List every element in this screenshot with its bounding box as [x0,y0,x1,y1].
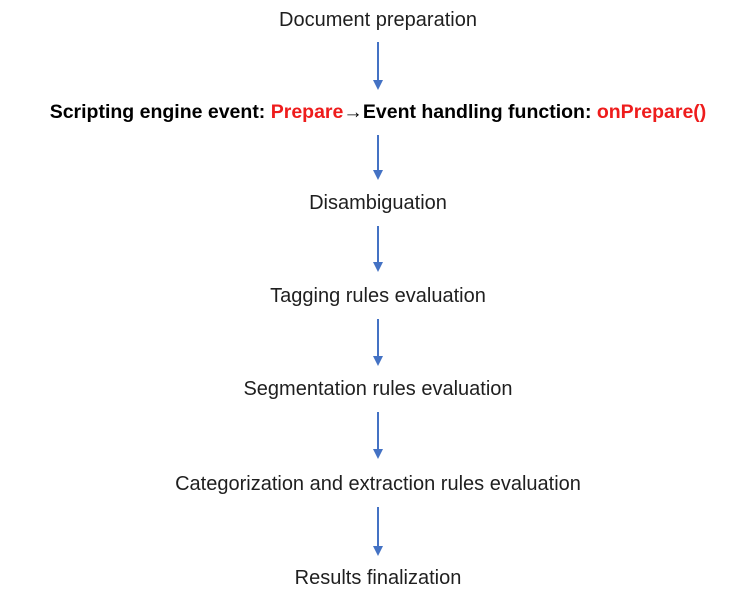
step-tagging-rules: Tagging rules evaluation [270,285,486,307]
handler-label: Event handling function: [362,101,597,123]
step-results-finalization: Results finalization [294,567,462,589]
step-document-preparation: Document preparation [279,9,477,31]
step-categorization-extraction: Categorization and extraction rules eval… [175,473,581,495]
step-segmentation-rules: Segmentation rules evaluation [243,378,513,400]
event-arrow: → [343,101,363,123]
scripting-event-line: Scripting engine event: Prepare→Event ha… [0,101,756,124]
event-name: Prepare [270,101,344,123]
handler-name: onPrepare() [596,101,707,123]
step-disambiguation: Disambiguation [309,192,447,214]
event-label: Scripting engine event: [49,101,271,123]
